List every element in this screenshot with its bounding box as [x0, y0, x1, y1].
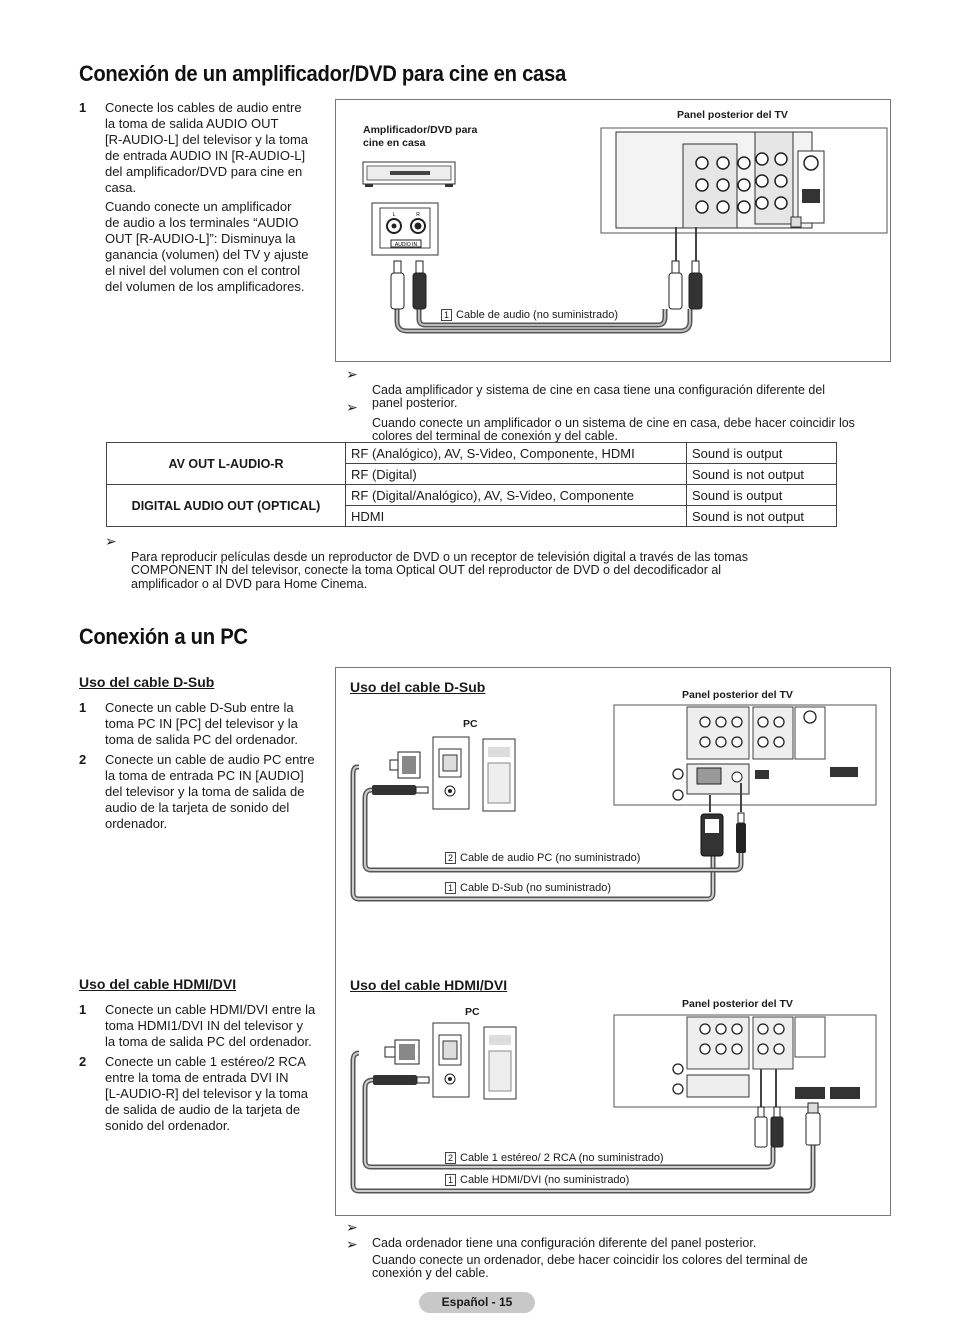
table-row: HDMI Sound is not output [107, 505, 837, 527]
hdmi-heading: Uso del cable HDMI/DVI [79, 976, 237, 992]
hdmi-cable-caption-2: 2 Cable 1 estéreo/ 2 RCA (no suministrado… [445, 1152, 664, 1165]
pc-label: PC [463, 718, 478, 730]
dsub-diagram-heading: Uso del cable D-Sub [350, 679, 486, 695]
pc-note-1: ➢ Cada ordenador tiene una configuración … [346, 1220, 892, 1250]
pc-rear-icon [432, 1022, 517, 1100]
pc-diagram-drawing [350, 704, 877, 1194]
amp-note-1: ➢ Cada amplificador y sistema de cine en … [346, 367, 892, 411]
table-cell-status: Sound is not output [686, 505, 837, 527]
step-text-extra: Cuando conecte un amplificador de audio … [105, 199, 309, 294]
tv-back-panel-icon [613, 704, 877, 806]
step-text: Conecte un cable de audio PC entre la to… [105, 752, 315, 831]
table-row: RF (Digital) Sound is not output [107, 463, 837, 485]
cable-number: 1 [441, 309, 452, 322]
svg-text:R: R [416, 212, 420, 218]
amp-note-2: ➢ Cuando conecte un amplificador o un sis… [346, 400, 892, 444]
svg-text:L: L [393, 212, 396, 218]
step-number: 2 [79, 752, 87, 767]
cable-text: Cable 1 estéreo/ 2 RCA (no suministrado) [460, 1152, 664, 1164]
table-note: ➢ Para reproducir películas desde un repr… [105, 534, 891, 591]
step-text: Conecte los cables de audio entre la tom… [105, 100, 309, 195]
step-text: Conecte un cable 1 estéreo/2 RCA entre l… [105, 1054, 309, 1133]
arrow-icon: ➢ [346, 366, 358, 382]
cable-number: 1 [445, 882, 456, 895]
table-row: AV OUT L-AUDIO-R RF (Analógico), AV, S-V… [106, 442, 837, 485]
table-cell-source: HDMI [345, 505, 687, 527]
step-number: 2 [79, 1054, 87, 1069]
cable-caption-1: 1 Cable de audio (no suministrado) [441, 309, 619, 322]
cable-text: Cable D-Sub (no suministrado) [460, 882, 612, 894]
dsub-step-2: 2 Conecte un cable de audio PC entre la … [79, 752, 324, 832]
amp-step-1: 1 Conecte los cables de audio entre la t… [79, 100, 319, 196]
step-text: Conecte un cable D-Sub entre la toma PC … [105, 700, 298, 747]
dsub-cable-caption-1: 1 Cable D-Sub (no suministrado) [445, 882, 612, 895]
cable-text: Cable de audio PC (no suministrado) [460, 852, 641, 864]
tv-panel-label: Panel posterior del TV [682, 689, 793, 701]
device-label: Amplificador/DVD para cine en casa [363, 124, 478, 149]
tv-back-panel-icon [600, 127, 888, 234]
dvi-connector-icon [373, 1039, 430, 1085]
note-text: Cuando conecte un amplificador o un sist… [372, 415, 855, 443]
table-cell-status: Sound is output [686, 442, 837, 464]
pc-rear-icon [432, 736, 516, 812]
table-cell-status: Sound is output [686, 484, 837, 506]
amplifier-device-icon [362, 161, 456, 187]
dsub-heading: Uso del cable D-Sub [79, 674, 215, 690]
hdmi-step-1: 1 Conecte un cable HDMI/DVI entre la tom… [79, 1002, 324, 1050]
audio-in-text: AUDIO IN [395, 242, 418, 248]
table-cell-source: RF (Digital) [345, 463, 687, 485]
step-number: 1 [79, 700, 87, 715]
step-number: 1 [79, 1002, 87, 1017]
cable-text: Cable HDMI/DVI (no suministrado) [460, 1174, 630, 1186]
step-number: 1 [79, 100, 87, 115]
dsub-step-1: 1 Conecte un cable D-Sub entre la toma P… [79, 700, 324, 748]
table-row: DIGITAL AUDIO OUT (OPTICAL) RF (Digital/… [106, 484, 837, 527]
dsub-connector-icon [372, 751, 429, 795]
dsub-cables [350, 764, 744, 902]
page-number: Español - 15 [419, 1292, 535, 1313]
table-row-header: AV OUT L-AUDIO-R [106, 442, 346, 485]
hdmi-cable-caption-1: 1 Cable HDMI/DVI (no suministrado) [445, 1174, 630, 1187]
section-title-amplifier: Conexión de un amplificador/DVD para cin… [79, 61, 566, 86]
rca-plugs [390, 260, 703, 310]
note-text: Para reproducir películas desde un repro… [131, 549, 749, 591]
amp-step-extra: Cuando conecte un amplificador de audio … [79, 199, 319, 295]
cable-text: Cable de audio (no suministrado) [456, 309, 619, 321]
arrow-icon: ➢ [346, 1219, 358, 1235]
arrow-icon: ➢ [105, 533, 117, 549]
note-text: Cada amplificador y sistema de cine en c… [372, 382, 826, 410]
tv-panel-label: Panel posterior del TV [677, 109, 788, 121]
amp-diagram-drawing: L R AUDIO IN [362, 127, 888, 334]
cable-number: 2 [445, 852, 456, 865]
table-cell-source: RF (Digital/Analógico), AV, S-Video, Com… [345, 484, 687, 506]
section-title-pc: Conexión a un PC [79, 624, 248, 649]
tv-back-panel-icon [613, 1014, 877, 1108]
dsub-plugs [700, 812, 746, 857]
note-text: Cada ordenador tiene una configuración d… [372, 1235, 757, 1250]
table-cell-status: Sound is not output [686, 463, 837, 485]
step-text: Conecte un cable HDMI/DVI entre la toma … [105, 1002, 316, 1049]
pc-diagram: Uso del cable D-Sub PC Panel posterior d… [335, 667, 891, 1216]
hdmi-plugs [754, 1102, 821, 1148]
audio-output-table: AV OUT L-AUDIO-R RF (Analógico), AV, S-V… [106, 442, 837, 527]
tv-panel-label: Panel posterior del TV [682, 998, 793, 1010]
note-text: Cuando conecte un ordenador, debe hacer … [372, 1252, 808, 1280]
hdmi-cables [350, 1050, 816, 1194]
audio-in-panel: L R AUDIO IN [371, 202, 439, 256]
arrow-icon: ➢ [346, 399, 358, 415]
pc-note-2: ➢ Cuando conecte un ordenador, debe hacer… [346, 1237, 892, 1281]
hdmi-diagram-heading: Uso del cable HDMI/DVI [350, 977, 508, 993]
cable-number: 2 [445, 1152, 456, 1165]
pc-label: PC [465, 1006, 480, 1018]
table-cell-source: RF (Analógico), AV, S-Video, Componente,… [345, 442, 687, 464]
cable-number: 1 [445, 1174, 456, 1187]
amp-diagram: Panel posterior del TV Amplificador/DVD … [335, 99, 891, 362]
hdmi-step-2: 2 Conecte un cable 1 estéreo/2 RCA entre… [79, 1054, 324, 1134]
audio-cable [394, 227, 697, 334]
dsub-cable-caption-2: 2 Cable de audio PC (no suministrado) [445, 852, 641, 865]
table-row-header: DIGITAL AUDIO OUT (OPTICAL) [106, 484, 346, 527]
arrow-icon: ➢ [346, 1236, 358, 1252]
